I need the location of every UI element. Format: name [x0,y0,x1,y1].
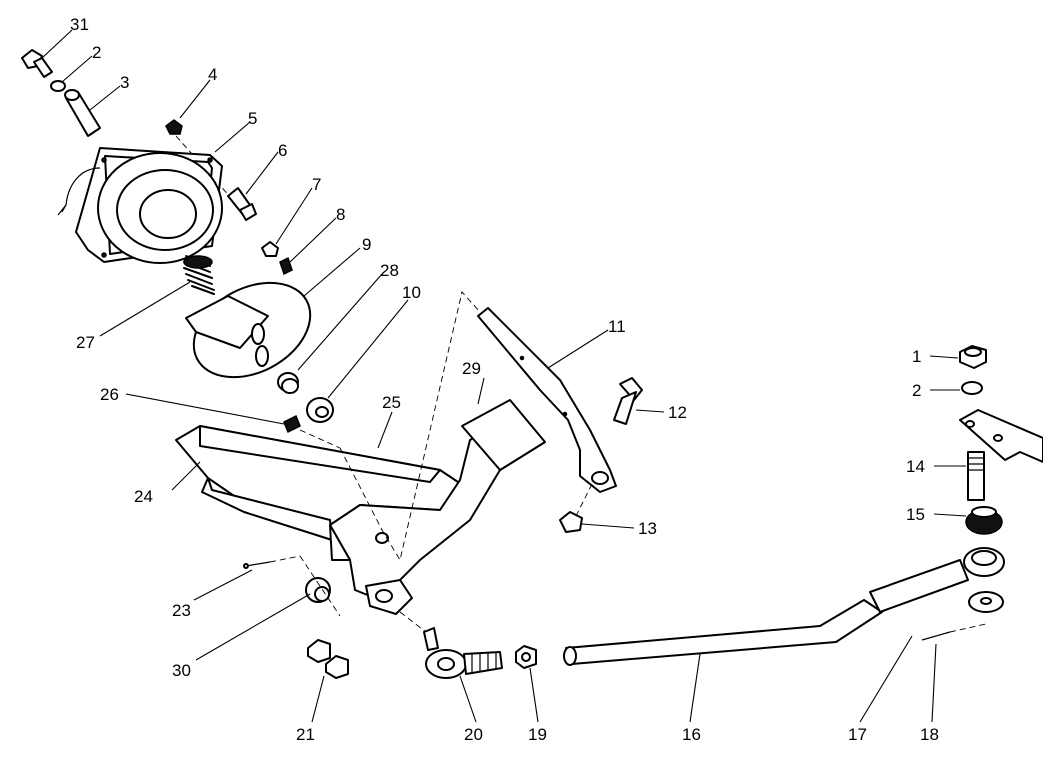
callout-23: 23 [172,601,191,620]
callout-27: 27 [76,333,95,352]
callout-11: 11 [608,317,626,336]
washer-2-right [961,381,983,395]
nuts-21 [307,639,349,679]
rod-16 [563,599,883,666]
nut-4 [165,119,183,135]
callout-18: 18 [920,725,939,744]
plate-bracket-9 [185,281,312,379]
callout-29: 29 [462,359,481,378]
callout-16: 16 [682,725,701,744]
leader-lines [41,29,967,723]
callout-2-top: 2 [92,43,101,62]
callout-3: 3 [120,73,129,92]
callout-17: 17 [848,725,867,744]
callout-13: 13 [638,519,657,538]
spring-27 [183,255,215,295]
callout-1: 1 [912,347,921,366]
bolt-12 [613,377,643,425]
bracket-lower [365,579,413,615]
callout-31: 31 [70,15,89,34]
callout-21: 21 [296,725,315,744]
pedal-bracket-25 [175,421,546,601]
bushing-15 [965,506,1003,535]
callout-2-right: 2 [912,381,921,400]
nut-19 [515,645,537,669]
callout-25: 25 [382,393,401,412]
nut-13 [559,511,583,533]
callout-labels: 31 2 3 4 5 6 7 8 9 28 10 27 26 25 29 24 … [70,15,939,744]
stud-14 [967,451,985,501]
screw-26 [283,414,301,434]
callout-14: 14 [906,457,925,476]
callout-9: 9 [362,235,371,254]
nut-1 [959,345,987,369]
callout-30: 30 [172,661,191,680]
callout-26: 26 [100,385,119,404]
pad-29 [461,399,546,471]
callout-19: 19 [528,725,547,744]
callout-4: 4 [208,65,217,84]
bolt-6 [227,187,257,221]
bolt-31 [21,49,53,78]
callout-28: 28 [380,261,399,280]
roller-10 [306,397,334,423]
tie-rod-17 [869,547,1005,613]
callout-5: 5 [248,109,257,128]
callout-12: 12 [668,403,687,422]
callout-15: 15 [906,505,925,524]
callout-6: 6 [278,141,287,160]
callout-7: 7 [312,175,321,194]
callout-20: 20 [464,725,483,744]
callout-10: 10 [402,283,421,302]
washer-2-top [50,80,66,92]
nut-7 [261,241,279,257]
bushing-30 [305,577,331,603]
callout-8: 8 [336,205,345,224]
plate-right [959,409,1043,463]
flange-housing-5 [57,147,223,264]
callout-24: 24 [134,487,153,506]
sleeve-3 [64,89,101,137]
screw-8 [279,256,293,276]
rod-end-20 [423,627,503,679]
bushing-28 [277,372,299,394]
pin-23 [243,561,271,569]
cotter-pin-18 [921,631,951,641]
